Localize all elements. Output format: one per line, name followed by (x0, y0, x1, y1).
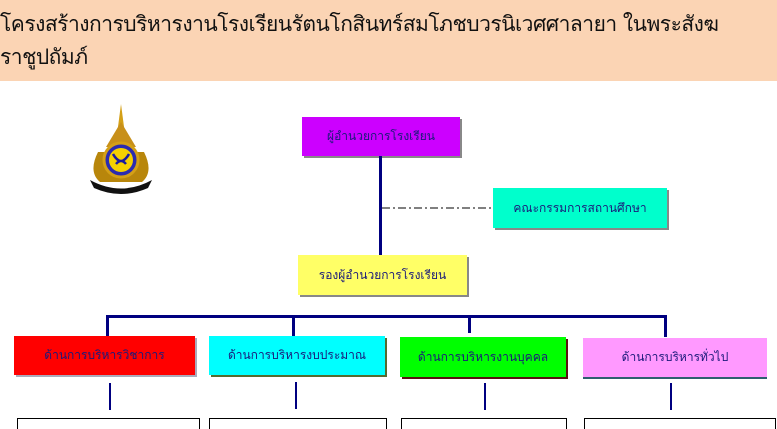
page-title: โครงสร้างการบริหารงานโรงเรียนรัตนโกสินทร… (0, 11, 719, 69)
sub-box (17, 418, 200, 429)
school-crest-logo (90, 104, 152, 194)
dash-dot-connector (382, 207, 493, 209)
sub-box (584, 418, 776, 429)
connector-line (484, 383, 486, 410)
connector-line (379, 156, 382, 255)
department-box-personnel: ด้านการบริหารงานบุคคล (400, 337, 566, 377)
connector-line (292, 315, 295, 337)
deputy-box: รองผู้อำนวยการโรงเรียน (298, 255, 467, 295)
connector-line (664, 315, 667, 337)
committee-box: คณะกรรมการสถานศึกษา (493, 188, 667, 228)
sub-box (209, 418, 387, 429)
connector-line (295, 382, 297, 409)
sub-box (401, 418, 567, 429)
branch-line (106, 315, 667, 318)
connector-line (468, 315, 471, 333)
department-box-general: ด้านการบริหารทั่วไป (583, 338, 767, 377)
department-box-academic: ด้านการบริหารวิชาการ (14, 336, 195, 375)
connector-line (109, 383, 111, 410)
connector-line (670, 383, 672, 410)
connector-line (106, 315, 109, 337)
page-header: โครงสร้างการบริหารงานโรงเรียนรัตนโกสินทร… (0, 0, 777, 81)
director-box: ผู้อำนวยการโรงเรียน (302, 117, 460, 156)
department-box-budget: ด้านการบริหารงบประมาณ (209, 336, 385, 375)
